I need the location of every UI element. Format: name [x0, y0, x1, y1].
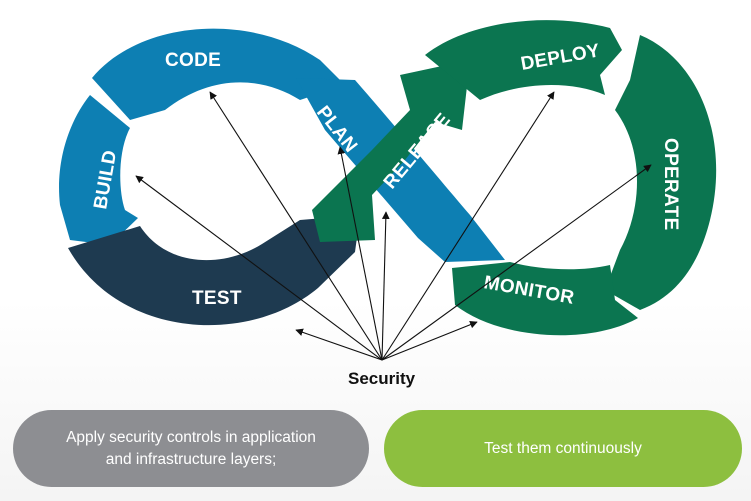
- right-note: Test them continuously: [384, 410, 742, 487]
- release-segment: [312, 60, 470, 242]
- arrow-to-test: [295, 328, 383, 361]
- plan-segment: [296, 78, 505, 262]
- arrow-to-plan: [337, 146, 383, 361]
- arrow-to-code: [209, 91, 383, 361]
- build-segment: [59, 95, 138, 245]
- code-label: CODE: [165, 50, 221, 71]
- arrow-to-build: [135, 175, 383, 361]
- security-arrows: [135, 91, 652, 361]
- left-note-line2: and infrastructure layers;: [105, 450, 277, 468]
- arrow-to-operate: [381, 164, 652, 361]
- infinity-loop: CODE BUILD TEST PLAN RELEASE DEPLOY OPER…: [59, 20, 717, 388]
- arrow-to-deploy: [381, 91, 555, 361]
- monitor-segment: [452, 262, 638, 336]
- code-segment: [92, 28, 345, 120]
- operate-segment: [605, 35, 717, 310]
- test-segment: [68, 215, 360, 326]
- deploy-segment: [425, 20, 622, 100]
- security-label: Security: [348, 369, 416, 388]
- right-note-text: Test them continuously: [484, 439, 642, 457]
- operate-label: OPERATE: [660, 138, 681, 231]
- arrow-to-monitor: [381, 320, 478, 361]
- left-note-line1: Apply security controls in application: [66, 428, 316, 446]
- left-note: Apply security controls in application a…: [13, 410, 369, 487]
- arrow-to-release: [381, 211, 390, 361]
- test-label: TEST: [192, 288, 242, 309]
